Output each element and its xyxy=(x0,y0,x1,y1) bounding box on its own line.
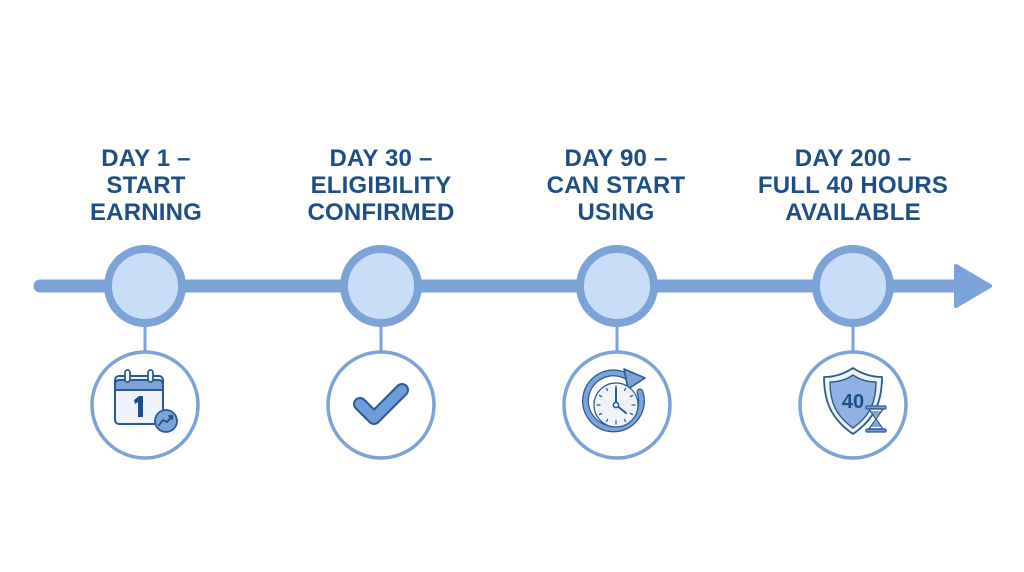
milestone-label-day-200: DAY 200 – FULL 40 HOURS AVAILABLE xyxy=(743,145,963,226)
arrow-head-icon xyxy=(954,264,992,308)
shield-hours-text: 40 xyxy=(842,391,864,413)
timeline-node-day-30 xyxy=(326,245,436,460)
timeline-node-day-1 xyxy=(90,245,200,460)
milestone-day: DAY 200 – xyxy=(794,145,912,172)
clock-refresh-icon xyxy=(582,368,646,433)
milestone-line2: FULL 40 HOURS xyxy=(757,172,949,199)
milestone-label-day-1: DAY 1 – START EARNING xyxy=(36,145,256,226)
milestone-line2: START xyxy=(106,172,186,199)
milestone-day: DAY 1 – xyxy=(101,145,191,172)
timeline-axis xyxy=(33,264,992,308)
timeline-node-day-200: 40 xyxy=(798,245,908,460)
milestone-line2: CAN START xyxy=(546,172,686,199)
timeline-node-day-90 xyxy=(562,245,672,460)
milestone-day: DAY 30 – xyxy=(329,145,433,172)
milestone-line3: AVAILABLE xyxy=(785,199,921,226)
checkmark-icon xyxy=(353,383,409,425)
calendar-trend-icon xyxy=(114,369,178,433)
milestone-line2: ELIGIBILITY xyxy=(310,172,452,199)
milestone-day: DAY 90 – xyxy=(564,145,668,172)
milestone-label-day-30: DAY 30 – ELIGIBILITY CONFIRMED xyxy=(271,145,491,226)
milestone-label-day-90: DAY 90 – CAN START USING xyxy=(506,145,726,226)
milestone-line3: USING xyxy=(577,199,655,226)
milestone-line3: CONFIRMED xyxy=(307,199,455,226)
shield-hourglass-icon: 40 xyxy=(823,367,887,435)
milestone-line3: EARNING xyxy=(89,199,203,226)
hourglass-icon xyxy=(865,405,887,433)
